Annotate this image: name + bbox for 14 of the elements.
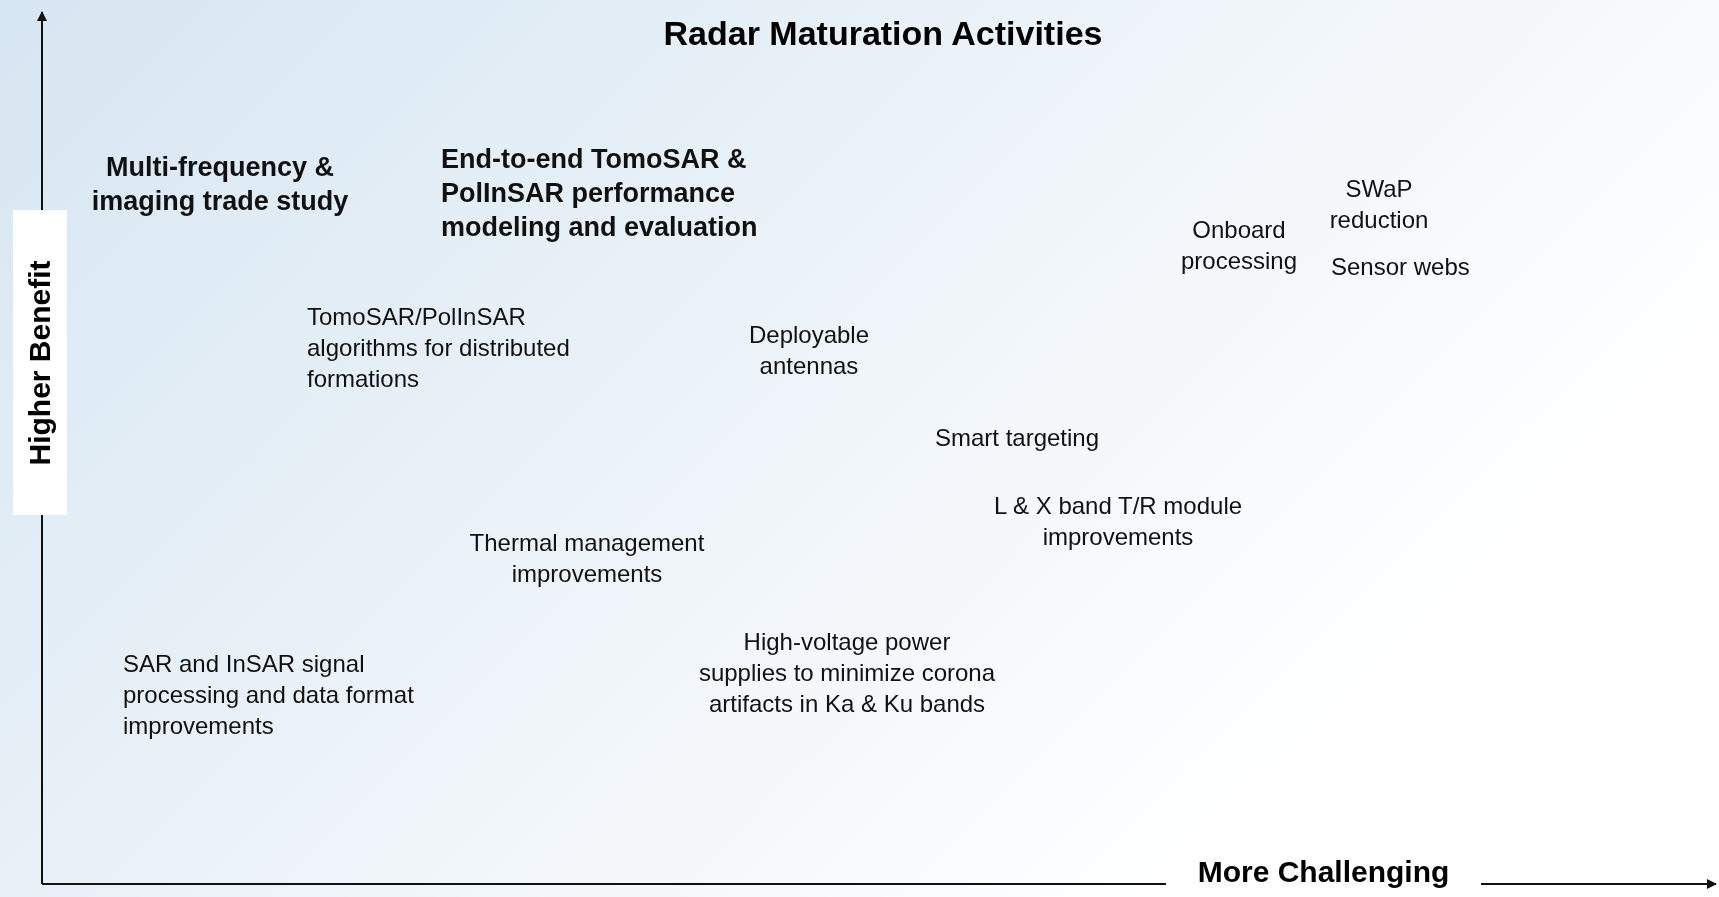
activity-label: TomoSAR/PolInSAR algorithms for distributed formations — [307, 302, 571, 394]
activity-label: Multi-frequency & imaging trade study — [90, 151, 350, 218]
activity-label: Sensor webs — [1331, 252, 1471, 282]
activity-label: SWaP reduction — [1328, 174, 1430, 235]
activity-label: L & X band T/R module improvements — [992, 491, 1244, 552]
chart-title: Radar Maturation Activities — [662, 14, 1104, 53]
activity-label: Smart targeting — [933, 423, 1101, 453]
activity-label: SAR and InSAR signal processing and data format improvements — [123, 649, 415, 741]
activity-label: Deployable antennas — [747, 320, 871, 381]
activity-label: High-voltage power supplies to minimize corona artifacts in Ka & Ku bands — [697, 627, 997, 719]
axis-label: Higher Benefit — [13, 210, 67, 515]
activity-label: Onboard processing — [1179, 215, 1299, 276]
activity-label: Thermal management improvements — [468, 528, 706, 589]
activity-label: End-to-end TomoSAR & PolInSAR performance modeling and evaluation — [441, 143, 759, 244]
